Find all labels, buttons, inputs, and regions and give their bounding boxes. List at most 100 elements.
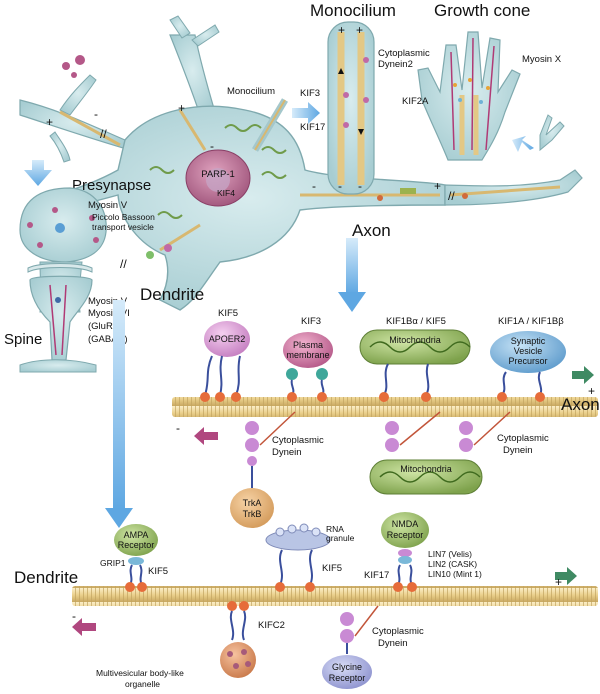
- trkb-label: TrkB: [243, 509, 262, 519]
- cargo-mito-bottom: [369, 459, 483, 495]
- svp-label-1: Synaptic: [511, 336, 546, 346]
- cargo-glycine: [322, 655, 372, 689]
- svp-label-3: Precursor: [508, 356, 547, 366]
- lin2-label: LIN2 (CASK): [428, 559, 477, 569]
- svg-text:+: +: [356, 23, 363, 37]
- mono-dynein-label-1: Cytoplasmic: [378, 48, 430, 59]
- neuron-axon-label: Axon: [352, 221, 391, 240]
- dendrite-minus-sign: -: [72, 609, 76, 623]
- dendrite-plus-arrow: [555, 567, 577, 585]
- axon-panel-title: Axon: [561, 395, 600, 414]
- cargo-trk: [230, 488, 274, 528]
- axon-dynein2-label-1: Cytoplasmic: [497, 433, 549, 444]
- svg-text://: //: [120, 257, 127, 271]
- presynapse-title: Presynapse: [72, 177, 151, 194]
- cargo-rna: [265, 529, 331, 551]
- monocilium-body: [327, 21, 375, 195]
- nmda-label-2: Receptor: [387, 530, 424, 540]
- dendrite-kif5b-label: KIF5: [322, 563, 342, 574]
- axon-shaft: [444, 169, 583, 206]
- arrow-head-dendrite: [105, 508, 133, 528]
- arrow-to-presynapse: [24, 160, 52, 186]
- svg-text:-: -: [94, 107, 98, 121]
- neuron-cell: PARP-1 KIF4 Monocilium // // // -+ -+ +-: [19, 15, 583, 311]
- svg-text:+: +: [178, 101, 185, 115]
- spine-gabar: (GABAR): [88, 334, 128, 345]
- mono-dynein-label-2: Dynein2: [378, 59, 413, 70]
- glycine-label-1: Glycine: [332, 662, 362, 672]
- mito-bottom-label: Mitochondria: [400, 464, 452, 474]
- axon-plus-sign: +: [588, 384, 595, 398]
- myosin-x-label: Myosin X: [522, 54, 562, 65]
- kif2a-label: KIF2A: [402, 96, 429, 107]
- mvb-label-2: organelle: [125, 679, 160, 689]
- cargo-ampa: [114, 524, 158, 556]
- axon-kif3-label: KIF3: [301, 316, 321, 327]
- dendrite-twig: [59, 74, 97, 116]
- lin7-label: LIN7 (Velis): [428, 549, 472, 559]
- kifc2-label: KIFC2: [258, 620, 285, 631]
- arrow-head-axon: [338, 292, 366, 312]
- growth-cone-shape: [417, 31, 521, 161]
- rna-label-2: granule: [326, 533, 355, 543]
- mito-top-label: Mitochondria: [389, 335, 441, 345]
- monocilium-title: Monocilium: [310, 1, 396, 20]
- cargo-svp: [490, 331, 566, 373]
- nmda-label-1: NMDA: [392, 519, 419, 529]
- neuron-monocilium-label: Monocilium: [227, 86, 275, 97]
- plasma-label-1: Plasma: [293, 340, 323, 350]
- piccolo-label-2: transport vesicle: [92, 222, 154, 232]
- axon-kif1b-kif5-label: KIF1Bα / KIF5: [386, 316, 446, 327]
- cargo-plasma: [283, 332, 333, 368]
- dendrite-panel-title: Dendrite: [14, 568, 78, 587]
- plasma-label-2: membrane: [286, 350, 329, 360]
- dendrite-minus-arrow: [72, 618, 96, 636]
- svg-text://: //: [448, 189, 455, 203]
- cargo-nmda: [381, 512, 429, 548]
- spine-myosin-v: Myosin V: [88, 296, 128, 307]
- svg-text://: //: [100, 127, 107, 141]
- glycine-label-2: Receptor: [329, 673, 366, 683]
- arrow-stem-axon: [346, 238, 358, 294]
- axon-kif1a-label: KIF1A / KIF1Bβ: [498, 316, 564, 327]
- trka-label: TrkA: [243, 498, 262, 508]
- dendrite-dynein-label-1: Cytoplasmic: [372, 626, 424, 637]
- mono-kif17-label: KIF17: [300, 122, 325, 133]
- arrow-stem-dendrite: [113, 300, 125, 510]
- arrow-to-growth-cone: [512, 136, 534, 152]
- mvb-label-1: Multivesicular body-like: [96, 668, 184, 678]
- axon-kif5-label: KIF5: [218, 308, 238, 319]
- axon-dynein2-label-2: Dynein: [503, 445, 533, 456]
- cargo-apoer2: [204, 321, 250, 357]
- cargo-mvb: [220, 642, 256, 678]
- axon-microtubule: [172, 397, 598, 417]
- svg-text:-: -: [358, 179, 362, 193]
- apoer2-label: APOER2: [209, 334, 246, 344]
- spine-title: Spine: [4, 331, 42, 348]
- svg-text:-: -: [338, 179, 342, 193]
- dendrite-panel: Dendrite AMPA Receptor GRIP1 KIF5 RNA gr…: [14, 512, 598, 689]
- arrow-to-monocilium: [292, 102, 320, 124]
- axon-dynein1-label-2: Dynein: [272, 447, 302, 458]
- svg-text:+: +: [434, 179, 441, 193]
- spine-glur1: (GluR1): [88, 321, 121, 332]
- lin10-label: LIN10 (Mint 1): [428, 569, 482, 579]
- dendrite-kif5a-label: KIF5: [148, 566, 168, 577]
- presynapse-myosin-v: Myosin V: [88, 200, 128, 211]
- growth-cone-panel: Growth cone Myosin X KIF2A: [402, 1, 565, 161]
- ampa-label-1: AMPA: [124, 530, 149, 540]
- axon-minus-sign: -: [176, 421, 180, 435]
- svg-text:-: -: [312, 179, 316, 193]
- axon-minus-arrow: [194, 427, 218, 445]
- dendrite-dynein-label-2: Dynein: [378, 638, 408, 649]
- presynapse-panel: Presynapse Myosin V Piccolo Bassoon tran…: [4, 160, 155, 373]
- monocilium-panel: Monocilium ++ -- KIF3 KIF17 Cytoplasmic …: [292, 1, 430, 195]
- grip1-label: GRIP1: [100, 558, 126, 568]
- growth-cone-title: Growth cone: [434, 1, 530, 20]
- neuron-dendrite-label: Dendrite: [140, 285, 204, 304]
- mono-kif3-label: KIF3: [300, 88, 320, 99]
- dendrite-top: [169, 34, 216, 116]
- soma: [54, 105, 446, 311]
- svg-text:-: -: [210, 139, 214, 153]
